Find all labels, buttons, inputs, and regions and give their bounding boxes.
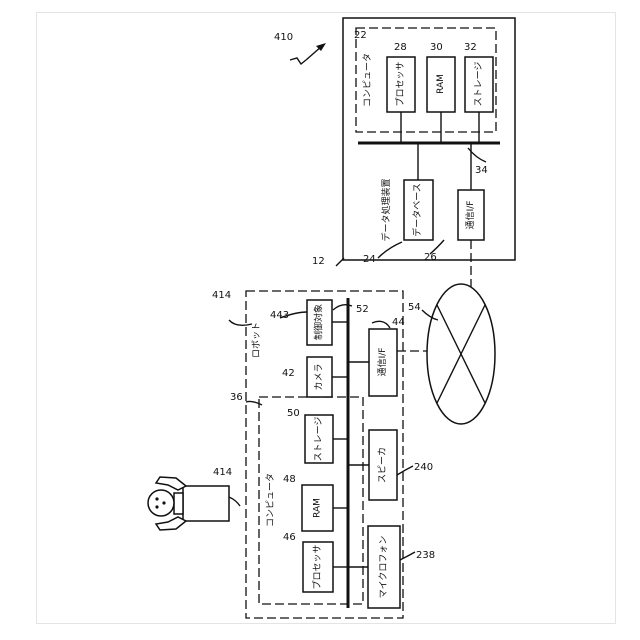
robot-figure-mouth [162,501,165,504]
server-ram-label: RAM [436,74,446,94]
robot-figure-body [183,486,229,521]
ref-robot-414: 414 [212,290,231,301]
ref-24: 24 [363,254,376,265]
server-storage-label: ストレージ [474,62,484,107]
robot-group: ロボット コンピュータ 制御対象 カメラ 通信I/F ストレージ RAM プロセ… [212,290,435,618]
ref-410: 410 [274,32,293,43]
robot-figure-head [148,490,174,516]
microphone-ref-leader [400,552,415,560]
ref-52: 52 [356,304,369,315]
robot-figure-neck [174,493,183,514]
ref-32: 32 [464,42,477,53]
server-group: プロセッサ RAM ストレージ コンピュータ データ処理装置 データベース 通信… [274,18,515,267]
robot-ref-leader [229,320,252,325]
ref-48: 48 [283,474,296,485]
robot-figure-arm-top [156,477,186,490]
robot-storage-label: ストレージ [314,417,324,462]
ref-42: 42 [282,368,295,379]
robot-comm-ref-leader [372,321,390,328]
ref-30: 30 [430,42,443,53]
speaker-ref-leader [397,466,413,475]
server-database-label: データベース [411,183,423,237]
device-label: データ処理装置 [380,178,392,241]
ref-46: 46 [283,532,296,543]
ref-44: 44 [392,317,405,328]
robot-figure-eye-a [155,497,158,500]
robot-processor-label: プロセッサ [312,544,323,589]
ref-50: 50 [287,408,300,419]
ref-36: 36 [230,392,243,403]
robot-computer-label: コンピュータ [265,473,276,527]
device-ref-leader [336,258,344,266]
robot-figure-arm-bottom [156,517,186,530]
control-target-label: 制御対象 [313,304,325,340]
ref-12: 12 [312,256,325,267]
robot-label: ロボット [251,322,262,358]
ref-22: 22 [354,30,367,41]
ref-28: 28 [394,42,407,53]
ref-34: 34 [475,165,488,176]
robot-comm-label: 通信I/F [376,348,388,377]
server-computer-label: コンピュータ [362,53,373,107]
server-processor-label: プロセッサ [395,61,406,106]
robot-figure-ref-leader [229,497,240,506]
ref-robot-figure-414: 414 [213,467,232,478]
robot-ram-label: RAM [313,498,323,518]
microphone-label: マイクロフォン [378,536,389,599]
figure-ref-squiggle [290,58,306,64]
camera-label: カメラ [314,363,325,390]
network-group: 54 [397,240,495,424]
ref-26: 26 [424,252,437,263]
ref-238: 238 [416,550,435,561]
speaker-label: スピーカ [377,447,388,483]
ref-240: 240 [414,462,433,473]
robot-figure-eye-b [155,505,158,508]
server-comm-label: 通信I/F [464,201,476,230]
ref-54: 54 [408,302,421,313]
robot-figure: 414 [148,467,240,530]
ref-443: 443 [270,310,289,321]
